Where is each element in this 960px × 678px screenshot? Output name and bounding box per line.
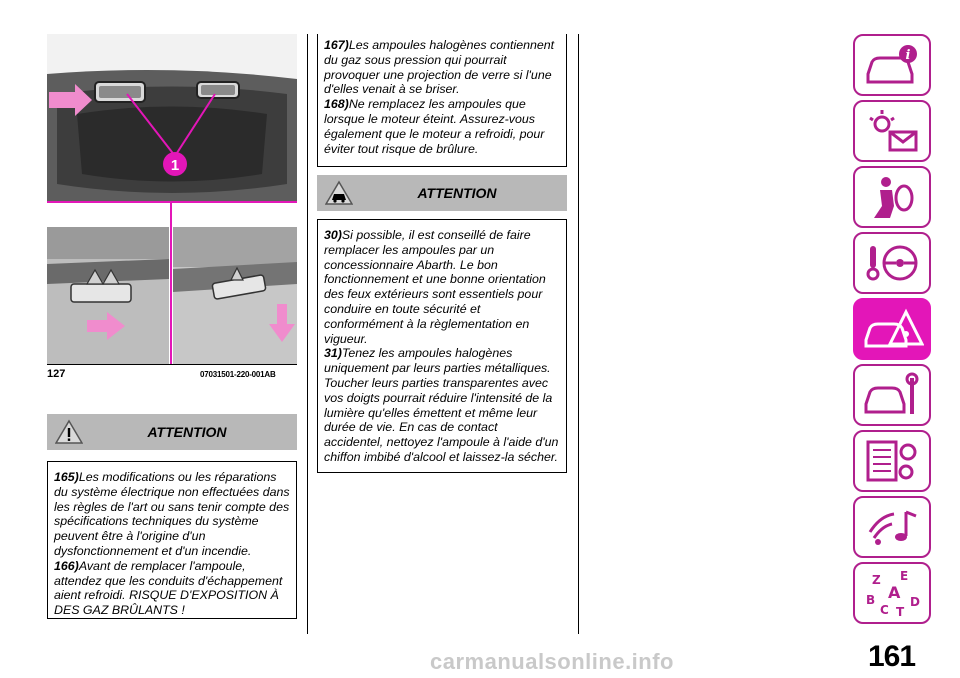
tab-starting-driving[interactable] (853, 232, 931, 294)
right-warning-box: 30)Si possible, il est conseillé de fair… (317, 219, 567, 473)
multimedia-icon (868, 510, 917, 545)
car-warning-icon (325, 180, 353, 205)
tab-index[interactable]: Z E B A D C T (853, 562, 931, 624)
warning-item: 165)Les modifications ou les réparations… (54, 470, 290, 559)
tab-safety[interactable] (853, 166, 931, 228)
left-warning-box: 165)Les modifications ou les réparations… (47, 461, 297, 619)
technical-data-icon (866, 440, 917, 482)
safety-airbag-icon (874, 177, 914, 218)
emergency-icon (864, 308, 924, 348)
svg-text:B: B (866, 593, 875, 607)
warning-item: 30)Si possible, il est conseillé de fair… (324, 228, 560, 346)
right-warning-header: ATTENTION (317, 175, 567, 211)
starting-driving-icon (866, 245, 918, 281)
svg-text:Z: Z (872, 573, 881, 587)
warning-item: 31)Tenez les ampoules halogènes uniqueme… (324, 346, 560, 464)
item-text: Les modifications ou les réparations du … (54, 470, 290, 558)
svg-text:i: i (906, 48, 911, 63)
warning-item: 168)Ne remplacez les ampoules que lorsqu… (324, 97, 560, 156)
warning-triangle-icon (55, 419, 83, 444)
left-warning-title: ATTENTION (147, 424, 227, 440)
column-divider (307, 34, 308, 634)
left-warning-header: ATTENTION (47, 414, 297, 450)
tab-multimedia[interactable] (853, 496, 931, 558)
svg-text:C: C (880, 603, 889, 617)
column-divider (578, 34, 579, 634)
item-number: 30) (324, 228, 342, 242)
warning-item: 167)Les ampoules halogènes contiennent d… (324, 38, 560, 97)
illustration-figure: 1 (47, 34, 297, 364)
car-info-icon: i (866, 45, 917, 84)
right-top-warning-box: 167)Les ampoules halogènes contiennent d… (317, 34, 567, 167)
tab-technical-data[interactable] (853, 430, 931, 492)
figure-rule (47, 364, 297, 365)
maintenance-icon (864, 372, 919, 414)
item-text: Avant de remplacer l'ampoule, attendez q… (54, 558, 283, 618)
item-number: 167) (324, 38, 349, 52)
dashboard-lights-icon (869, 110, 918, 152)
tab-dashboard-lights[interactable] (853, 100, 931, 162)
item-number: 31) (324, 346, 342, 361)
item-text: Si possible, il est conseillé de faire r… (324, 228, 546, 346)
item-text: Tenez les ampoules halogènes uniquement … (324, 346, 559, 464)
item-number: 168) (324, 97, 349, 112)
tab-emergency[interactable] (853, 298, 931, 360)
item-text: Ne remplacez les ampoules que lorsque le… (324, 97, 545, 156)
item-text: Les ampoules halogènes contiennent du ga… (324, 38, 555, 97)
right-warning-title: ATTENTION (417, 185, 497, 201)
figure-number: 127 (47, 368, 66, 380)
tab-maintenance[interactable] (853, 364, 931, 426)
index-icon: Z E B A D C T (866, 569, 920, 618)
svg-text:A: A (888, 583, 901, 602)
item-number: 165) (54, 470, 79, 484)
svg-text:E: E (900, 569, 908, 583)
svg-text:D: D (910, 595, 920, 609)
figure-code: 07031501-220-001AB (200, 370, 276, 379)
warning-item: 166)Avant de remplacer l'ampoule, attend… (54, 559, 290, 618)
svg-text:T: T (896, 605, 905, 618)
item-number: 166) (54, 558, 79, 573)
callout-number: 1 (171, 157, 179, 174)
page-number: 161 (868, 640, 916, 673)
tab-car-info[interactable]: i (853, 34, 931, 96)
watermark: carmanualsonline.info (430, 649, 674, 674)
bulb-replacement-illustration: 1 (47, 34, 297, 364)
